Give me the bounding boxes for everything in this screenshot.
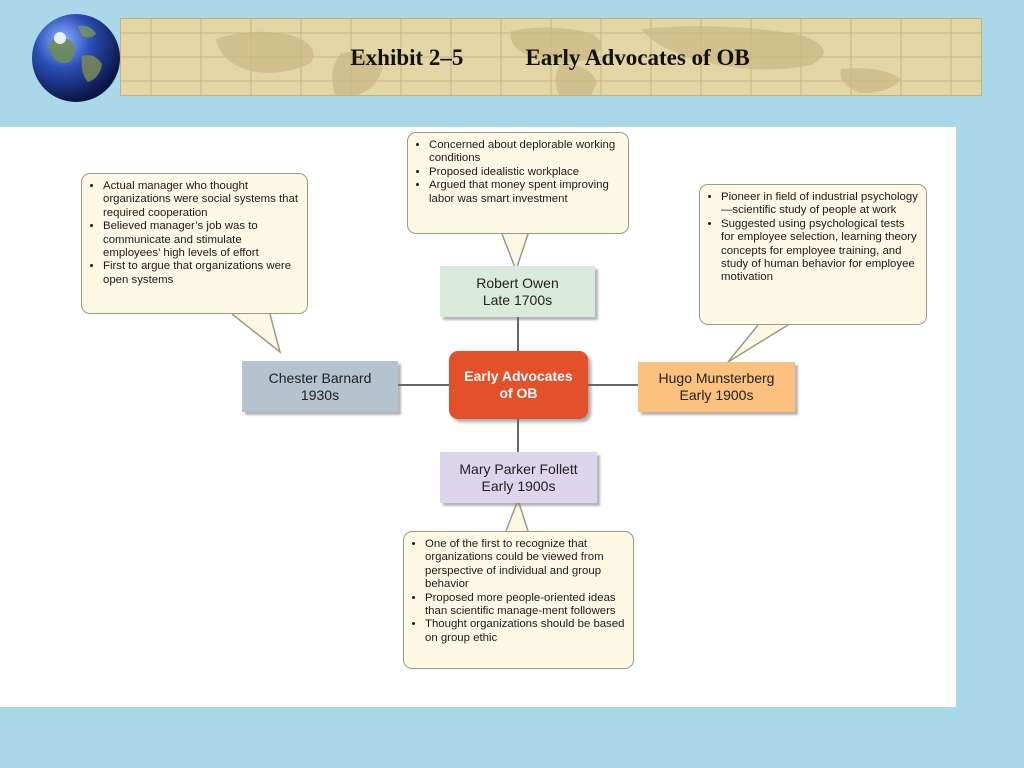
advocate-box-munsterberg: Hugo Munsterberg Early 1900s [638, 362, 795, 412]
pointer-follett [505, 497, 529, 532]
pointer-barnard [231, 313, 282, 354]
advocate-name: Chester Barnard [268, 369, 372, 386]
bullet: One of the first to recognize that organ… [425, 538, 625, 592]
bullet: Suggested using psychological tests for … [721, 218, 918, 285]
bullet: Believed manager’s job was to communicat… [103, 220, 299, 260]
bullet: First to argue that organizations were o… [103, 260, 299, 287]
exhibit-label: Exhibit 2–5 [350, 45, 464, 70]
advocate-name: Hugo Munsterberg [658, 370, 775, 386]
world-map-background [121, 19, 981, 95]
advocate-era: Early 1900s [481, 477, 556, 494]
bullet: Actual manager who thought organizations… [103, 180, 299, 220]
center-label-line2: of OB [499, 385, 538, 401]
pointer-munsterberg [727, 324, 789, 363]
pointer-owen [501, 233, 529, 273]
globe-icon [32, 14, 120, 102]
center-label-line1: Early Advocates [464, 368, 573, 384]
exhibit-title: Exhibit 2–5 Early Advocates of OB [120, 38, 980, 78]
bullet: Proposed more people-oriented ideas than… [425, 592, 625, 619]
callout-follett: One of the first to recognize that organ… [403, 531, 634, 669]
bullet: Concerned about deplorable working condi… [429, 139, 620, 166]
bullet: Thought organizations should be based on… [425, 618, 625, 645]
bullet: Pioneer in field of industrial psycholog… [721, 191, 918, 218]
bullet: Argued that money spent improving labor … [429, 179, 620, 206]
center-node: Early Advocates of OB [449, 351, 588, 419]
advocate-box-owen: Robert Owen Late 1700s [440, 266, 595, 317]
callout-owen: Concerned about deplorable working condi… [407, 132, 629, 234]
advocate-box-follett: Mary Parker Follett Early 1900s [440, 452, 597, 503]
advocate-box-barnard: Chester Barnard 1930s [242, 361, 398, 412]
advocate-era: Early 1900s [679, 387, 754, 403]
callout-munsterberg: Pioneer in field of industrial psycholog… [699, 184, 927, 325]
callout-barnard: Actual manager who thought organizations… [81, 173, 308, 314]
advocate-name: Robert Owen [476, 274, 559, 291]
advocate-name: Mary Parker Follett [459, 460, 578, 477]
advocate-era: Late 1700s [482, 291, 553, 308]
bullet: Proposed idealistic workplace [429, 166, 620, 179]
exhibit-heading: Early Advocates of OB [525, 45, 750, 70]
title-banner [120, 18, 982, 96]
advocate-era: 1930s [300, 386, 340, 403]
